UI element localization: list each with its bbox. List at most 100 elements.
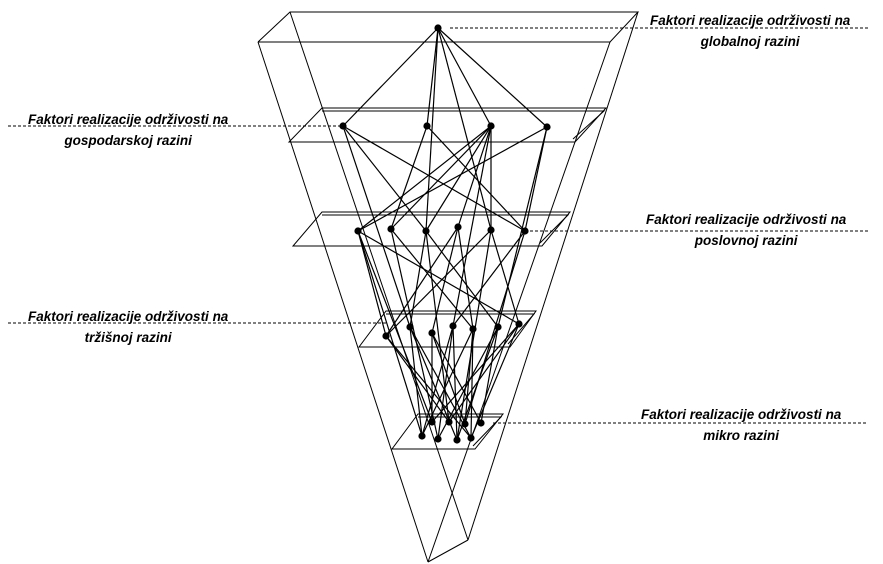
level-plane <box>287 107 608 143</box>
factor-node <box>428 329 436 337</box>
factor-nodes <box>339 24 551 444</box>
connection-line <box>456 229 492 441</box>
level-plane <box>391 413 505 450</box>
factor-node <box>445 418 453 426</box>
label-economic-line1: Faktori realizacije održivosti na <box>28 112 229 127</box>
factor-node <box>418 432 426 440</box>
connection-line <box>357 126 548 232</box>
connection-line <box>357 230 387 337</box>
connection-line <box>425 230 499 328</box>
connection-line <box>490 229 520 325</box>
connection-line <box>385 226 459 337</box>
label-micro-line1: Faktori realizacije održivosti na <box>641 407 842 422</box>
connection-line <box>426 125 526 232</box>
label-economic-level: Faktori realizacije održivosti na gospod… <box>28 109 228 151</box>
factor-node <box>406 323 414 331</box>
factor-node <box>354 227 362 235</box>
factor-node <box>477 419 485 427</box>
connection-line <box>342 125 427 232</box>
label-micro-line2: mikro razini <box>703 428 780 443</box>
connection-line <box>409 326 423 437</box>
pyramid-edge <box>257 41 429 563</box>
connection-line <box>385 229 492 337</box>
factor-node <box>461 420 469 428</box>
connection-line <box>342 27 439 127</box>
connection-line <box>437 27 492 231</box>
factor-node <box>434 24 442 32</box>
connection-line <box>357 125 492 232</box>
label-market-line2: tržišnoj razini <box>84 330 172 345</box>
connection-line <box>452 125 492 327</box>
label-business-line2: poslovnoj razini <box>694 233 798 248</box>
connection-line <box>421 325 454 437</box>
connection-line <box>437 27 548 128</box>
factor-node <box>543 123 551 131</box>
factor-node <box>469 325 477 333</box>
label-business-line1: Faktori realizacije održivosti na <box>646 212 847 227</box>
pyramid-edge <box>427 41 611 563</box>
label-market-level: Faktori realizacije održivosti na tržišn… <box>28 306 228 348</box>
connection-line <box>390 125 428 230</box>
connection-line <box>421 328 474 437</box>
pyramid-edge <box>289 11 469 541</box>
connection-line <box>425 27 439 232</box>
level-planes <box>287 107 608 450</box>
factor-node <box>434 435 442 443</box>
factor-node <box>422 227 430 235</box>
factor-node <box>423 122 431 130</box>
connection-line <box>437 27 492 127</box>
factor-node <box>521 227 529 235</box>
connection-line <box>425 125 492 232</box>
connection-line <box>448 323 520 423</box>
label-global-line1: Faktori realizacije održivosti na <box>650 13 851 28</box>
connection-line <box>464 328 474 425</box>
connection-line <box>431 226 459 334</box>
label-leader-lines <box>8 27 868 424</box>
connection-line <box>342 125 411 328</box>
connection-line <box>409 326 472 439</box>
connection-line <box>426 27 439 127</box>
connection-line <box>431 323 520 423</box>
connection-line <box>357 230 520 325</box>
factor-node <box>494 323 502 331</box>
label-global-line2: globalnoj razini <box>700 34 800 49</box>
label-economic-line2: gospodarskoj razini <box>64 133 192 148</box>
factor-node <box>453 436 461 444</box>
factor-node <box>449 322 457 330</box>
connection-line <box>452 325 458 441</box>
connection-line <box>431 332 466 425</box>
connection-line <box>409 230 427 328</box>
connection-line <box>470 328 474 439</box>
pyramid-edge <box>427 539 469 563</box>
connection-line <box>431 332 482 424</box>
connection-line <box>357 230 423 437</box>
level-plane-edge <box>322 110 606 140</box>
factor-node <box>515 320 523 328</box>
connection-line <box>385 335 450 423</box>
label-global-level: Faktori realizacije održivosti na global… <box>650 10 850 52</box>
connection-line <box>470 323 520 439</box>
factor-node <box>339 122 347 130</box>
factor-node <box>454 223 462 231</box>
inverted-pyramid-frame <box>257 11 640 563</box>
level-plane <box>291 211 572 247</box>
factor-node <box>428 418 436 426</box>
connection-line <box>457 125 492 228</box>
connection-line <box>390 125 492 230</box>
label-business-level: Faktori realizacije održivosti na poslov… <box>646 209 846 251</box>
factor-node <box>387 225 395 233</box>
label-micro-level: Faktori realizacije održivosti na mikro … <box>641 404 841 446</box>
factor-node <box>382 332 390 340</box>
connection-line <box>452 230 526 327</box>
factor-node <box>467 434 475 442</box>
factor-node <box>487 122 495 130</box>
pyramid-edge <box>467 11 639 541</box>
connection-lines <box>342 27 548 441</box>
connection-line <box>437 325 454 440</box>
label-market-line1: Faktori realizacije održivosti na <box>28 309 229 324</box>
connection-line <box>497 126 548 328</box>
connection-line <box>342 125 526 232</box>
level-plane-edge <box>386 313 536 345</box>
connection-line <box>457 226 474 330</box>
